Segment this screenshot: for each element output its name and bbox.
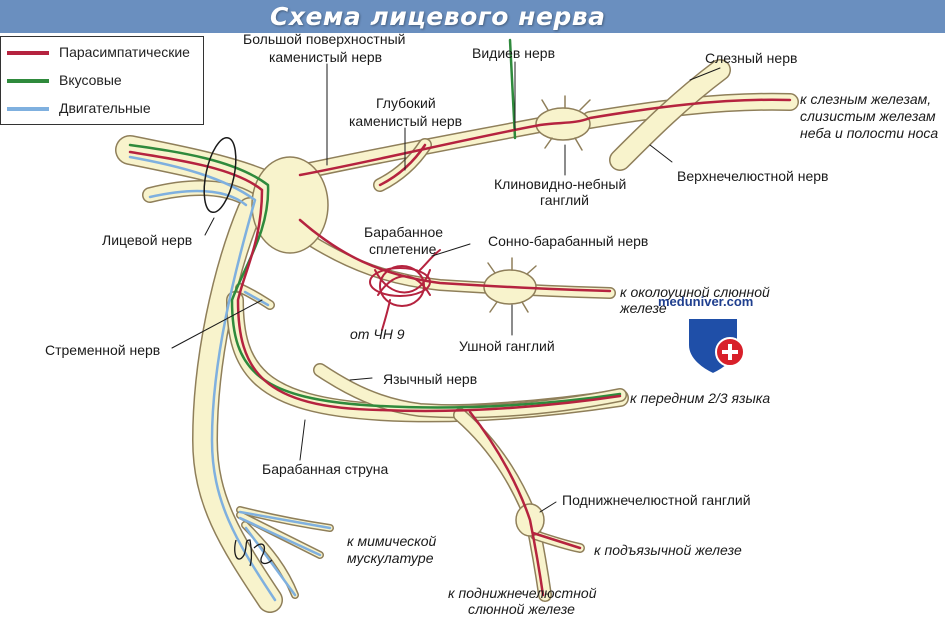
label-deep-petrosal-2: каменистый нерв	[349, 113, 462, 129]
page-title: Схема лицевого нерва	[270, 2, 606, 31]
label-submandibular-ganglion: Поднижнечелюстной ганглий	[562, 492, 751, 508]
legend-item-motor: Двигательные	[7, 98, 203, 118]
tympanic-plexus	[369, 249, 441, 331]
legend-label-parasympathetic: Парасимпатические	[59, 44, 190, 60]
label-lacrimal: Слезный нерв	[705, 50, 797, 66]
label-otic: Ушной ганглий	[459, 338, 555, 354]
pterygopalatine-spikes	[541, 95, 591, 151]
leader-lines	[171, 61, 721, 513]
label-to-sublingual: к подъязычной железе	[594, 542, 742, 558]
label-to-mimic-1: к мимической	[347, 533, 437, 549]
legend-line-taste	[7, 79, 49, 83]
legend: Парасимпатические Вкусовые Двигательные	[0, 36, 204, 125]
legend-label-taste: Вкусовые	[59, 72, 122, 88]
label-tympanic-plexus-1: Барабанное	[364, 224, 443, 240]
label-chorda: Барабанная струна	[262, 461, 389, 477]
legend-item-parasympathetic: Парасимпатические	[7, 42, 203, 62]
label-pterygopalatine-2: ганглий	[540, 192, 589, 208]
title-bar: Схема лицевого нерва	[0, 0, 945, 33]
label-stapedius: Стременной нерв	[45, 342, 160, 358]
label-to-lacrimal-3: неба и полости носа	[800, 125, 938, 141]
legend-line-motor	[7, 107, 49, 111]
watermark-text: meduniver.com	[658, 294, 753, 309]
label-to-parotid-2: железе	[619, 300, 667, 316]
labels: Большой поверхностный каменистый нерв Ви…	[45, 31, 938, 617]
label-facial: Лицевой нерв	[102, 232, 192, 248]
otic-spikes	[487, 257, 537, 313]
label-maxillary: Верхнечелюстной нерв	[677, 168, 828, 184]
taste-fibers	[128, 38, 622, 409]
label-to-lacrimal-1: к слезным железам,	[800, 91, 931, 107]
label-from-cn9: от ЧН 9	[350, 326, 405, 342]
label-to-submandibular-1: к поднижнечелюстной	[448, 585, 597, 601]
parasympathetic-fibers	[128, 98, 792, 597]
label-to-parotid-1: к околоушной слюнной	[620, 284, 770, 300]
label-tympanic-plexus-2: сплетение	[369, 241, 437, 257]
legend-label-motor: Двигательные	[59, 100, 151, 116]
label-to-mimic-2: мускулатуре	[347, 550, 434, 566]
label-lingual: Язычный нерв	[383, 371, 477, 387]
label-greater-petrosal-2: каменистый нерв	[269, 49, 382, 65]
label-deep-petrosal-1: Глубокий	[376, 95, 436, 111]
label-greater-petrosal-1: Большой поверхностный	[243, 31, 405, 47]
label-pterygopalatine-1: Клиновидно-небный	[494, 176, 626, 192]
legend-line-parasympathetic	[7, 51, 49, 55]
cross-icon	[722, 344, 738, 360]
legend-item-taste: Вкусовые	[7, 70, 203, 90]
meduniver-logo: meduniver.com	[658, 294, 753, 376]
nerve-bodies	[115, 59, 799, 613]
label-caroticotympanic: Сонно-барабанный нерв	[488, 233, 648, 249]
label-to-lacrimal-2: слизистым железам	[800, 108, 936, 124]
label-vidian: Видиев нерв	[472, 45, 555, 61]
motor-fibers	[128, 155, 332, 602]
label-to-tongue: к передним 2/3 языка	[630, 390, 770, 406]
label-to-submandibular-2: слюнной железе	[468, 601, 575, 617]
facial-canal-loop	[203, 136, 237, 214]
artist-signature	[234, 539, 273, 567]
